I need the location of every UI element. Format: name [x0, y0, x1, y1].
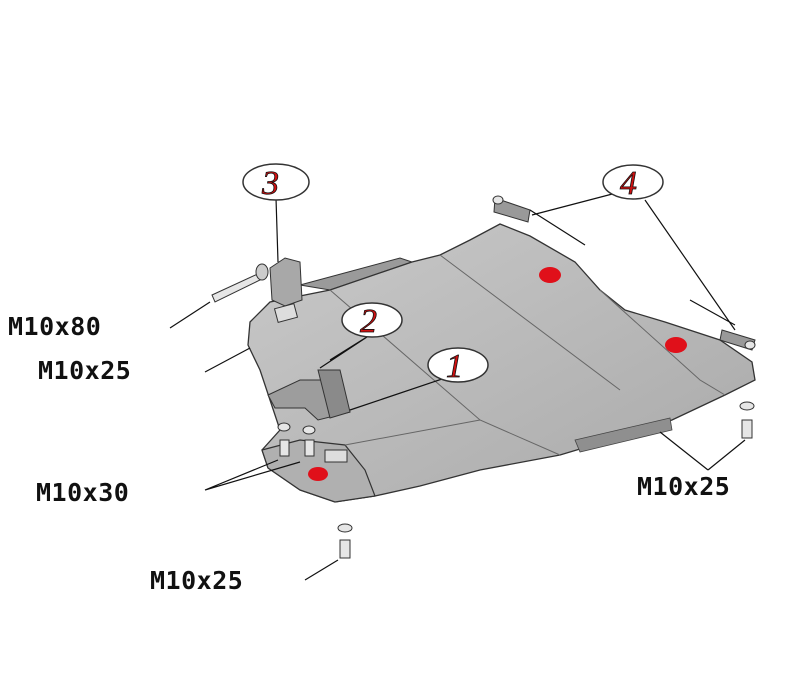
svg-text:2: 2: [360, 303, 377, 340]
red-pad: [308, 467, 328, 481]
callout-1: 1: [427, 347, 489, 385]
callout-2: 2: [341, 302, 403, 340]
bracket-3: [269, 257, 303, 307]
label-m10x30: M10x30: [36, 478, 130, 507]
bolt: [741, 419, 753, 439]
callout-3: 3: [242, 163, 310, 202]
red-pad: [539, 267, 561, 283]
svg-text:3: 3: [261, 165, 279, 202]
label-m10x25-right: M10x25: [637, 472, 731, 501]
bolt: [339, 539, 351, 559]
callout-4: 4: [602, 164, 664, 202]
label-m10x25-left: M10x25: [38, 356, 132, 385]
label-m10x80: M10x80: [8, 312, 102, 341]
label-m10x25-bottom: M10x25: [150, 566, 244, 595]
bolt-m10x80: [211, 271, 265, 303]
bracket-4-rear: [493, 197, 531, 223]
svg-text:1: 1: [446, 348, 463, 385]
svg-text:4: 4: [620, 165, 637, 202]
red-pad: [665, 337, 687, 353]
